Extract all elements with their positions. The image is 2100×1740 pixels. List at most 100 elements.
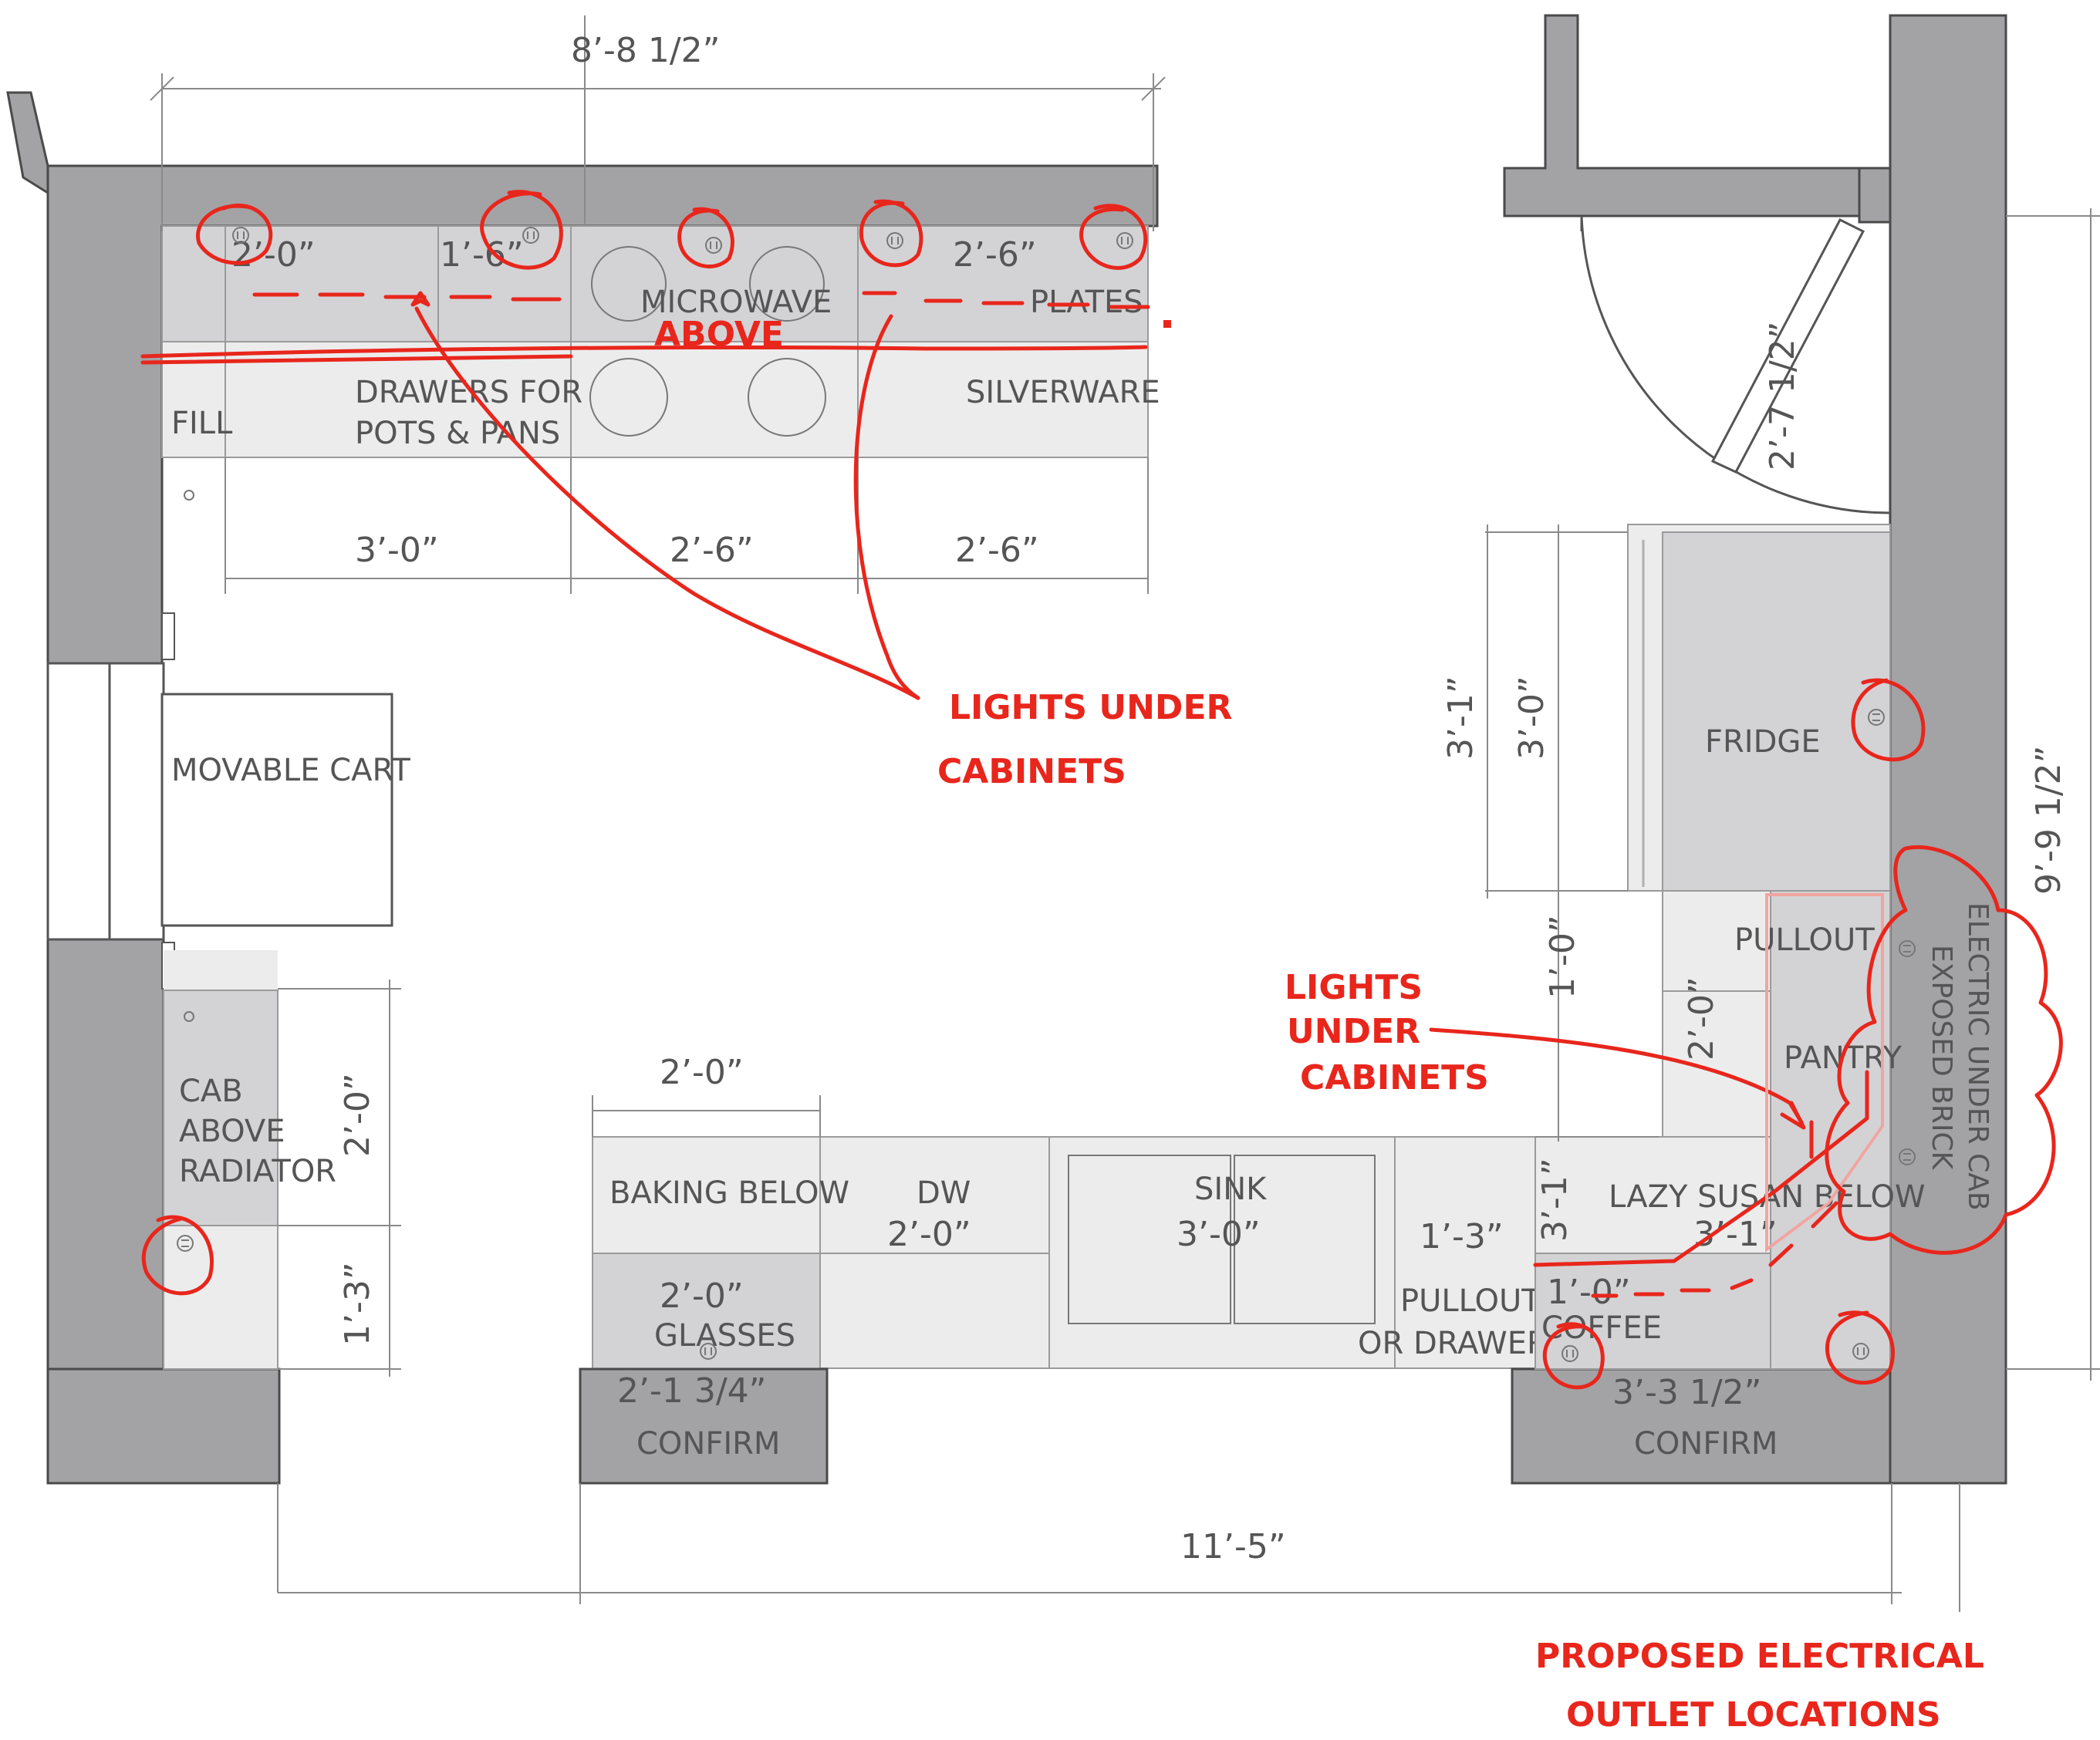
dim-bottom-overall: 11’-5” bbox=[1180, 1527, 1286, 1566]
top-left-wall-stub bbox=[6, 91, 49, 195]
movable-cart: MOVABLE CART bbox=[160, 693, 410, 927]
cab-label-line3: RADIATOR bbox=[179, 1154, 336, 1189]
dim-fridge-3-0: 3’-0” bbox=[1512, 676, 1551, 760]
or-drawer-label: OR DRAWER bbox=[1358, 1326, 1548, 1361]
electric-label-line1: ELECTRIC UNDER CAB bbox=[1962, 902, 1994, 1211]
sink-basin-left bbox=[1068, 1155, 1231, 1324]
dim-coffee-1-0: 1’-0” bbox=[1547, 1273, 1631, 1312]
cooktop-burner bbox=[589, 358, 668, 437]
outlet-icon bbox=[177, 1235, 194, 1252]
drawers-label-line2: POTS & PANS bbox=[355, 416, 560, 451]
dim-right-overall: 9’-9 1/2” bbox=[2029, 746, 2068, 895]
markup-outlet-circle bbox=[1079, 204, 1148, 270]
confirm-left-label: CONFIRM bbox=[636, 1426, 780, 1462]
dim-under-2-6-b: 2’-6” bbox=[955, 531, 1039, 570]
right-cabinet-run: 2’-7 1/2” FRIDGE PULLOUT PANTRY LAZY SUS… bbox=[1441, 208, 2100, 1381]
dim-top-1-6: 1’-6” bbox=[440, 235, 524, 275]
outlet-icon bbox=[1852, 1343, 1869, 1360]
dim-pullout-2-0: 2’-0” bbox=[1682, 976, 1721, 1061]
outlet-icon bbox=[522, 227, 539, 244]
outlet-icon bbox=[232, 227, 249, 244]
cooktop-burner bbox=[749, 246, 825, 322]
markup-outlet-circle bbox=[196, 203, 273, 265]
outlet-icon bbox=[1561, 1345, 1578, 1362]
microwave-label: MICROWAVE bbox=[640, 285, 832, 320]
markup-above-note: ABOVE bbox=[654, 315, 784, 354]
bottom-cabinet-run: BAKING BELOW DW 2’-0” SINK 3’-0” 1’-3” P… bbox=[592, 1053, 1548, 1370]
red-markup: ABOVE LIGHTS UNDER CABINETS LIGHTS UNDER… bbox=[140, 190, 2063, 1735]
markup-outlet-circle bbox=[1851, 678, 1926, 762]
dim-drawer-1-3: 1’-3” bbox=[1420, 1217, 1504, 1256]
dim-under-2-6-a: 2’-6” bbox=[670, 531, 754, 570]
drawers-label-line1: DRAWERS FOR bbox=[355, 375, 582, 410]
markup-proposed-line1: PROPOSED ELECTRICAL bbox=[1535, 1637, 1984, 1676]
door-swing bbox=[1580, 215, 1891, 514]
markup-proposed-line2: OUTLET LOCATIONS bbox=[1566, 1695, 1941, 1735]
dimension-bottom-overall: 11’-5” bbox=[277, 1483, 1960, 1612]
dim-top-overall: 8’-8 1/2” bbox=[571, 31, 720, 70]
confirm-right-label: CONFIRM bbox=[1634, 1426, 1778, 1462]
left-opening bbox=[46, 612, 175, 990]
fridge-label: FRIDGE bbox=[1705, 724, 1821, 760]
sink-label: SINK bbox=[1194, 1172, 1268, 1207]
glasses-label: GLASSES bbox=[654, 1318, 795, 1354]
dimension-top-overall: 8’-8 1/2” bbox=[150, 15, 1166, 231]
markup-outlet-circle bbox=[480, 190, 563, 270]
outlet-icon bbox=[1899, 1148, 1916, 1165]
movable-cart-label: MOVABLE CART bbox=[171, 753, 410, 788]
markup-outlet-circle bbox=[1542, 1322, 1605, 1390]
cab-label-line1: CAB bbox=[179, 1074, 243, 1109]
dim-top-2-6-plates: 2’-6” bbox=[953, 235, 1037, 275]
markup-lights-right-line2: UNDER bbox=[1287, 1012, 1420, 1051]
confirm-blocks: 2’-1 3/4” CONFIRM 3’-3 1/2” CONFIRM bbox=[579, 1367, 1892, 1485]
markup-outlet-circle bbox=[859, 199, 923, 268]
dw-label: DW bbox=[917, 1175, 971, 1211]
bottom-left-wall bbox=[46, 1367, 281, 1485]
dim-corner-3-1-h: 3’-1” bbox=[1693, 1215, 1778, 1254]
top-right-wall bbox=[1503, 14, 1861, 218]
cab-label-line2: ABOVE bbox=[179, 1114, 285, 1149]
upper-cabinet-left bbox=[161, 225, 572, 342]
silverware-label: SILVERWARE bbox=[966, 375, 1160, 410]
markup-lights-top-line2: CABINETS bbox=[937, 752, 1126, 791]
outlet-symbols bbox=[177, 227, 1916, 1362]
dim-door-2-7: 2’-7 1/2” bbox=[1763, 322, 1802, 470]
outlet-icon bbox=[886, 232, 903, 249]
cooktop-burner bbox=[748, 358, 826, 437]
dim-confirm-left: 2’-1 3/4” bbox=[617, 1371, 766, 1411]
markup-lights-right-line3: CABINETS bbox=[1300, 1058, 1489, 1098]
top-cabinet-run: FILL DRAWERS FOR POTS & PANS MICROWAVE S… bbox=[161, 225, 1160, 501]
right-upper-jamb bbox=[1858, 167, 1892, 224]
outlet-icon bbox=[1868, 709, 1885, 726]
upper-cabinet-plates bbox=[857, 225, 1149, 342]
right-wall bbox=[1889, 14, 2007, 1485]
dim-baking-2-0: 2’-0” bbox=[660, 1053, 744, 1092]
markup-outlet-circle bbox=[1825, 1310, 1896, 1385]
dim-radiator-1-3: 1’-3” bbox=[338, 1262, 377, 1346]
upper-cabinet-glasses bbox=[592, 1253, 821, 1370]
markup-outlet-circle bbox=[141, 1215, 214, 1296]
pullout-label-2: PULLOUT bbox=[1400, 1283, 1541, 1319]
dim-radiator-2-0: 2’-0” bbox=[338, 1073, 377, 1157]
dim-right-1-0: 1’-0” bbox=[1543, 915, 1582, 999]
dim-corner-3-1-v: 3’-1” bbox=[1535, 1158, 1575, 1242]
dim-under-3-0: 3’-0” bbox=[355, 531, 439, 570]
dim-confirm-right: 3’-3 1/2” bbox=[1612, 1373, 1761, 1412]
fill-label: FILL bbox=[171, 406, 233, 441]
door-leaf bbox=[1710, 218, 1865, 474]
dim-top-2-0: 2’-0” bbox=[231, 235, 316, 275]
outlet-icon bbox=[700, 1343, 717, 1360]
fridge bbox=[1662, 531, 1891, 892]
outlet-icon bbox=[1116, 232, 1133, 249]
outlet-icon bbox=[1899, 940, 1916, 957]
cooktop-burner bbox=[591, 246, 667, 322]
markup-lights-right-line1: LIGHTS bbox=[1285, 968, 1423, 1007]
baking-below-label: BAKING BELOW bbox=[609, 1175, 849, 1211]
electric-label-line2: EXPOSED BRICK bbox=[1926, 945, 1957, 1171]
plates-label: PLATES bbox=[1030, 285, 1143, 320]
pullout-label: PULLOUT bbox=[1734, 922, 1875, 958]
radiator-cabinet: CAB ABOVE RADIATOR 2’-0” 1’-3” bbox=[163, 950, 401, 1377]
markup-lights-top-line1: LIGHTS UNDER bbox=[949, 688, 1232, 727]
markup-outlet-circle bbox=[677, 207, 734, 268]
upper-cabinet-microwave bbox=[570, 225, 859, 342]
